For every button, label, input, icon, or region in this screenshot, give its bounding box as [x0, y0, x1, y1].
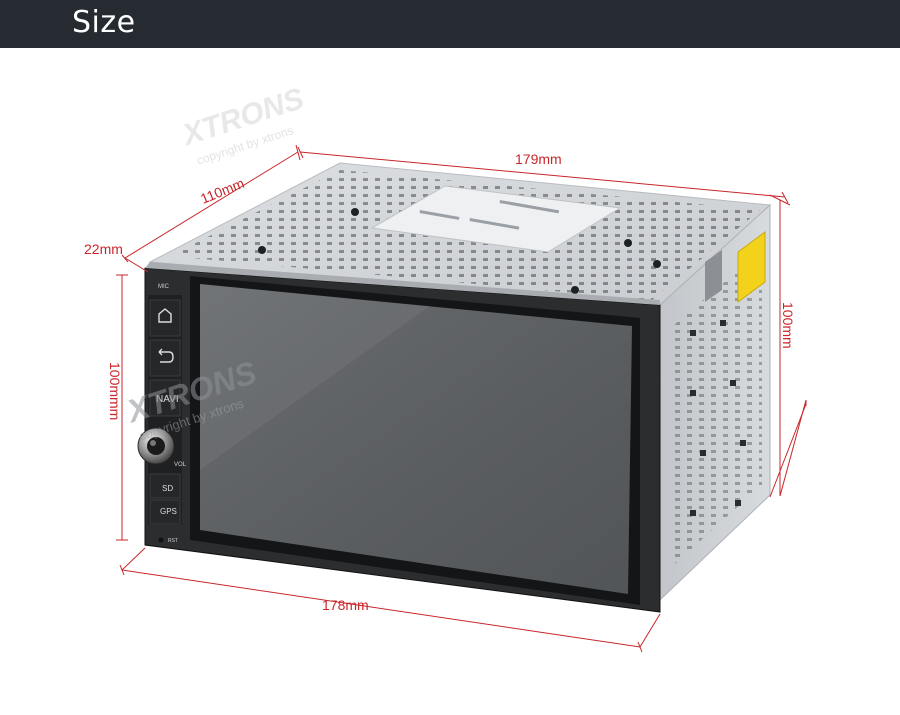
dimension-width-bottom: 178mm [322, 597, 369, 613]
dimension-height-left: 100mmm [107, 362, 123, 420]
navi-button[interactable]: NAVI [149, 379, 181, 417]
header-bar: Size [0, 0, 900, 48]
top-screws [258, 208, 661, 294]
back-icon [158, 348, 174, 363]
screen-glare [200, 284, 430, 470]
mic-label-group: MIC [158, 284, 170, 290]
navi-label: NAVI [156, 394, 179, 405]
dimension-width-top: 179mm [515, 151, 562, 167]
screen [200, 284, 632, 594]
emblem-icon [705, 250, 722, 302]
top-label-sticker [370, 185, 622, 253]
page-title: Size [72, 5, 136, 40]
gps-slot[interactable]: GPS [149, 499, 181, 525]
sticker-text-lines [419, 199, 560, 230]
yellow-warning-label [737, 231, 766, 303]
side-bracket-holes [690, 320, 746, 516]
watermark-top: XTRONS copyright by xtrons [177, 82, 308, 168]
dimension-depth: 110mm [198, 175, 246, 207]
product-illustration: XTRONS copyright by xtrons [84, 82, 807, 653]
back-button[interactable] [149, 339, 181, 377]
dimension-lines [116, 144, 807, 653]
volume-knob[interactable] [137, 427, 175, 465]
dimension-height-right: 100mm [780, 302, 796, 349]
reset-button[interactable]: RST [158, 537, 179, 545]
gps-label: GPS [160, 507, 177, 516]
home-button[interactable] [149, 299, 181, 337]
vol-label: VOL [174, 462, 187, 468]
dimension-bezel-depth: 22mm [84, 241, 123, 257]
mic-label: MIC [158, 284, 170, 290]
bezel-edge [145, 262, 660, 305]
sd-slot[interactable]: SD [149, 473, 181, 499]
sd-label: SD [162, 484, 173, 493]
rst-label: RST [168, 538, 178, 544]
home-icon [158, 308, 172, 323]
